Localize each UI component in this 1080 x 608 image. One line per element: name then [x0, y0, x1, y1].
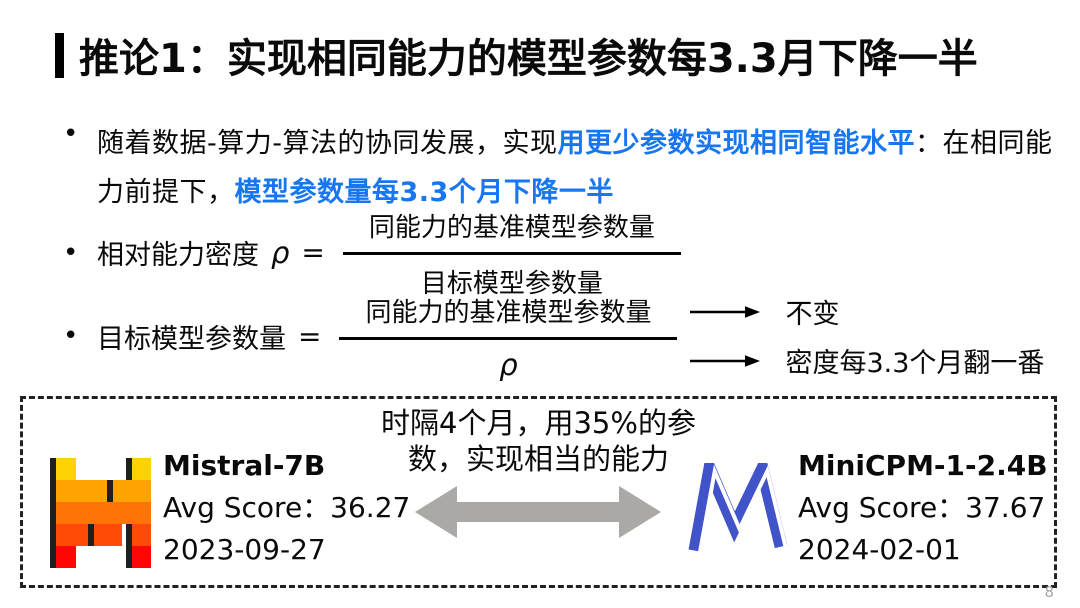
- mistral-info: Mistral-7B Avg Score：36.27 2023-09-27: [163, 445, 410, 571]
- text-plain: ：在相同能力前提下，: [97, 128, 1053, 208]
- comparison-box: 时隔4个月，用35%的参 数，实现相当的能力: [20, 396, 1057, 588]
- minicpm-info: MiniCPM-1-2.4B Avg Score：37.67 2024-02-0…: [798, 445, 1048, 571]
- rho-symbol: ρ: [271, 235, 290, 270]
- mistral-name: Mistral-7B: [163, 449, 326, 482]
- minicpm-name: MiniCPM-1-2.4B: [798, 449, 1048, 482]
- right-arrow-icon: [690, 305, 761, 318]
- minicpm-logo: [688, 463, 788, 553]
- formula-target-params: • 目标模型参数量 = 同能力的基准模型参数量 ρ 不变 密度每3.3个月翻一番: [63, 290, 1044, 382]
- title-accent-bar: [55, 32, 64, 78]
- fraction-numerator: 同能力的基准模型参数量: [342, 205, 681, 255]
- comparison-note-line1: 时隔4个月，用35%的参: [381, 406, 696, 440]
- title-row: 推论1：实现相同能力的模型参数每3.3月下降一半: [55, 26, 978, 84]
- fraction: 同能力的基准模型参数量 目标模型参数量: [342, 205, 681, 300]
- mistral-date: 2023-09-27: [163, 533, 326, 566]
- fraction-numerator: 同能力的基准模型参数量: [339, 290, 678, 340]
- annotation-density-doubles: 密度每3.3个月翻一番: [785, 348, 1045, 379]
- annotation-unchanged: 不变: [785, 299, 840, 330]
- comparison-note-line2: 数，实现相当的能力: [407, 442, 669, 476]
- formula-density: • 相对能力密度 ρ = 同能力的基准模型参数量 目标模型参数量: [63, 205, 681, 300]
- minicpm-score: Avg Score：37.67: [798, 491, 1046, 524]
- formula-density-label: 相对能力密度: [97, 240, 259, 271]
- equals-sign: =: [298, 319, 322, 353]
- fraction-denominator: 目标模型参数量: [420, 269, 603, 299]
- annotation-top-row: 不变: [689, 292, 1044, 331]
- text-highlight: 模型参数量每3.3个月下降一半: [234, 177, 614, 208]
- text-plain: 随着数据-算力-算法的协同发展，实现: [97, 128, 558, 159]
- equals-sign: =: [301, 236, 325, 269]
- text-highlight: 用更少参数实现相同智能水平: [557, 128, 915, 159]
- page-number: 8: [1044, 583, 1054, 601]
- formula-params-label: 目标模型参数量: [97, 323, 286, 355]
- formula-annotations: 不变 密度每3.3个月翻一番: [689, 292, 1044, 380]
- double-arrow-icon: [415, 486, 661, 538]
- bullet-dot: •: [63, 321, 79, 351]
- comparison-note: 时隔4个月，用35%的参 数，实现相当的能力: [23, 405, 1054, 477]
- fraction: 同能力的基准模型参数量 ρ: [339, 290, 678, 382]
- bullet-dot: •: [63, 119, 79, 149]
- minicpm-date: 2024-02-01: [798, 533, 961, 566]
- bullet-conclusion-text: 随着数据-算力-算法的协同发展，实现用更少参数实现相同智能水平：在相同能力前提下…: [97, 119, 1065, 217]
- mistral-score: Avg Score：36.27: [163, 491, 411, 524]
- bullet-dot: •: [63, 237, 79, 268]
- fraction-denominator-rho: ρ: [499, 348, 518, 382]
- annotation-bottom-row: 密度每3.3个月翻一番: [689, 341, 1044, 380]
- mistral-logo: [50, 458, 151, 568]
- page-title: 推论1：实现相同能力的模型参数每3.3月下降一半: [79, 36, 978, 82]
- right-arrow-icon: [690, 354, 761, 367]
- bullet-conclusion: • 随着数据-算力-算法的协同发展，实现用更少参数实现相同智能水平：在相同能力前…: [63, 119, 1065, 217]
